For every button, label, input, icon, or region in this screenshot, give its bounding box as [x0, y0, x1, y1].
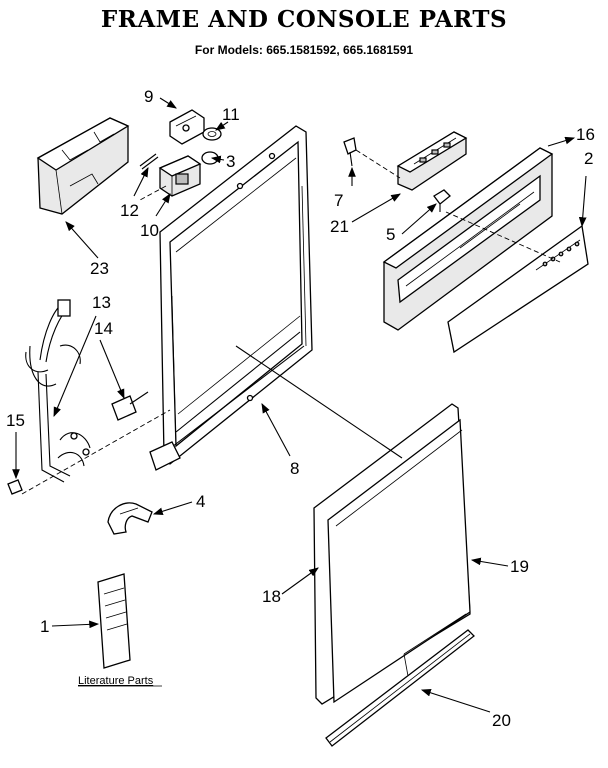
leader-4: [152, 501, 193, 516]
callout-1: 1: [40, 617, 49, 636]
callout-3: 3: [226, 152, 235, 171]
part-10-latch-housing: [158, 155, 202, 197]
callout-12: 12: [120, 201, 139, 220]
callout-7: 7: [334, 191, 343, 210]
leader-8: [261, 403, 291, 457]
leader-5: [401, 203, 437, 235]
part-5-switch: [433, 189, 451, 212]
callout-8: 8: [290, 459, 299, 478]
leader-18: [281, 567, 319, 595]
models-subtitle: For Models: 665.1581592, 665.1681591: [194, 43, 414, 57]
part-12-pin: [139, 153, 159, 170]
leader-13: [53, 315, 97, 418]
part-21-control-board: [396, 131, 468, 191]
leader-23: [65, 221, 99, 259]
callout-19: 19: [510, 557, 529, 576]
leader-3: [210, 155, 225, 164]
part-2-nameplate: [447, 224, 589, 354]
callout-23: 23: [90, 259, 109, 278]
assembly-line-7: [355, 149, 401, 179]
callout-4: 4: [196, 492, 205, 511]
part-23-bracket: [36, 117, 130, 215]
part-9-latch-top: [169, 109, 205, 145]
leader-14: [99, 339, 125, 400]
callout-20: 20: [492, 711, 511, 730]
callout-18: 18: [262, 587, 281, 606]
assembly-line-12: [139, 185, 167, 201]
diagram-title: FRAME AND CONSOLE PARTS: [100, 6, 508, 33]
part-3-roller: [201, 151, 219, 165]
callout-21: 21: [330, 217, 349, 236]
callout-15: 15: [6, 411, 25, 430]
part-4-clip: [107, 502, 153, 535]
callout-16: 16: [576, 125, 595, 144]
leader-9: [159, 97, 177, 109]
leader-12: [133, 167, 149, 197]
part-19-outer-door: [327, 418, 471, 704]
callout-5: 5: [386, 225, 395, 244]
leader-19: [470, 557, 509, 567]
leader-11: [215, 121, 229, 131]
assembly-line-2: [445, 211, 561, 263]
leader-2: [578, 175, 587, 228]
part-8-frame: [149, 125, 313, 471]
callout-14: 14: [94, 319, 113, 338]
part-13-wire-harness: [25, 299, 91, 483]
part-15-screw: [7, 479, 23, 495]
leader-10: [155, 193, 171, 217]
part-11-cam: [202, 127, 222, 141]
literature-parts-label: Literature Parts: [78, 675, 154, 687]
callout-13: 13: [92, 293, 111, 312]
part-14-switch: [111, 391, 149, 421]
callout-2: 2: [584, 149, 593, 168]
part-7-screw: [343, 137, 357, 167]
callout-10: 10: [140, 221, 159, 240]
harness-leader: [21, 409, 171, 495]
leader-20: [420, 689, 491, 713]
leader-1: [51, 620, 100, 629]
assembly-line-door: [235, 345, 403, 459]
leader-21: [351, 193, 401, 223]
part-1-literature: [97, 573, 131, 669]
callout-9: 9: [144, 87, 153, 106]
callout-11: 11: [222, 105, 240, 124]
part-20-trim-strip: [325, 629, 475, 747]
part-16-console-panel: [382, 147, 554, 331]
leader-16: [547, 136, 576, 147]
